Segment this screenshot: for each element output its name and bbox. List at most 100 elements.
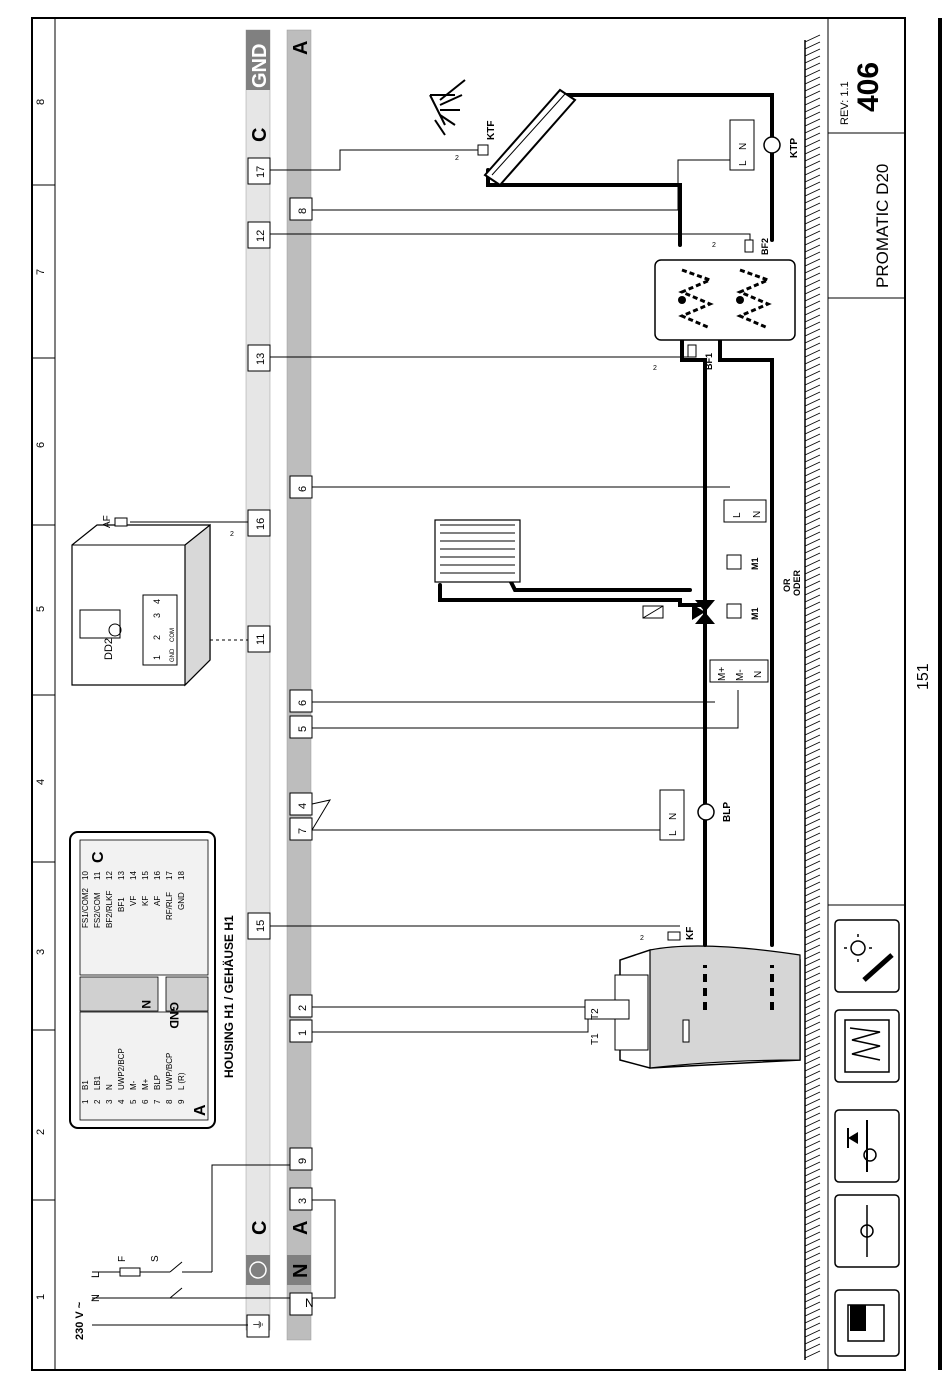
hatch-line <box>804 1245 821 1254</box>
pe-terminal-label: ⏚ <box>252 1319 265 1330</box>
hatch-line <box>804 1147 821 1156</box>
hatch-line <box>804 321 821 330</box>
hatch-line <box>804 643 821 652</box>
hatch-line <box>804 377 821 386</box>
hatch-line <box>804 846 821 855</box>
m1-motor-label: M1 <box>750 557 760 570</box>
hatch-line <box>804 356 821 365</box>
hatch-line <box>804 874 821 883</box>
hatch-line <box>804 622 821 631</box>
switch-label: S <box>150 1255 161 1262</box>
hatch-line <box>804 1322 821 1331</box>
hatch-line <box>804 209 821 218</box>
hatch-line <box>804 1175 821 1184</box>
hatch-line <box>804 398 821 407</box>
hatch-line <box>804 811 821 820</box>
a-terminals: N 3 1 2 7 4 5 6 6 8 <box>289 197 314 1316</box>
c-terminal-label: 12 <box>255 230 267 242</box>
cable-count: 2 <box>712 242 716 249</box>
sun-icon <box>429 79 466 136</box>
hatch-line <box>804 265 821 274</box>
page-number: 151 <box>915 663 932 690</box>
hatch-line <box>804 461 821 470</box>
hatch-line <box>804 237 821 246</box>
hatch-line <box>804 1217 821 1226</box>
hatch-line <box>804 601 821 610</box>
solar-collector: KTF <box>429 79 577 187</box>
hatch-line <box>804 1091 821 1100</box>
hatch-line <box>804 1112 821 1121</box>
a-row-label: M+ <box>141 1078 150 1090</box>
term-n: N <box>752 511 763 518</box>
hatch-line <box>804 692 821 701</box>
terminal-table: C A GND N 1 B1 2 LB1 3 N 4 UWP2/BCP 5 M-… <box>69 831 216 1129</box>
hatch-line <box>804 104 821 113</box>
a-left-label: A <box>290 1221 312 1235</box>
dd2-term: 1 <box>152 655 162 660</box>
term-n: N <box>738 143 749 150</box>
hatch-line <box>804 853 821 862</box>
hatch-line <box>804 1021 821 1030</box>
hatch-line <box>804 489 821 498</box>
a-row-label: UWP/BCP <box>165 1053 174 1090</box>
storage-tank-icon <box>834 1009 900 1083</box>
a-terminal-label: 7 <box>297 828 309 834</box>
hatch-line <box>804 685 821 694</box>
hatch-line <box>804 524 821 533</box>
m1-valve-label: M1 <box>750 607 760 620</box>
housing-title: HOUSING H1 / GEHÄUSE H1 <box>221 915 236 1078</box>
hatch-line <box>804 251 821 260</box>
hatch-line <box>804 1238 821 1247</box>
a-terminal-label: 8 <box>297 208 309 214</box>
hatch-line <box>804 832 821 841</box>
hatch-line <box>804 902 821 911</box>
hatch-line <box>804 958 821 967</box>
hatch-line <box>804 1329 821 1338</box>
hatch-line <box>804 1126 821 1135</box>
hatch-line <box>804 636 821 645</box>
hatch-line <box>804 1056 821 1065</box>
a-terminal-label: 2 <box>297 1005 309 1011</box>
a-row-no: 9 <box>177 1099 186 1104</box>
hatch-line <box>804 1098 821 1107</box>
hatch-line <box>804 181 821 190</box>
hatch-line <box>804 1133 821 1142</box>
c-row-no: 13 <box>117 871 126 880</box>
hatch-line <box>804 195 821 204</box>
hatch-line <box>804 986 821 995</box>
hatch-line <box>804 482 821 491</box>
hatch-line <box>804 748 821 757</box>
c-row-no: 17 <box>165 871 174 880</box>
grid-ticks <box>32 184 55 1201</box>
a-row-no: 6 <box>141 1099 150 1104</box>
grid-number: 5 <box>35 606 47 612</box>
hatch-line <box>804 776 821 785</box>
hatch-line <box>804 391 821 400</box>
hatch-line <box>804 1287 821 1296</box>
hatch-line <box>804 34 821 43</box>
hatch-line <box>804 545 821 554</box>
or-label: OR <box>782 578 792 592</box>
hatch-line <box>804 965 821 974</box>
hatch-line <box>804 1259 821 1268</box>
oder-label: ODER <box>792 569 802 596</box>
hydraulic-pipes <box>438 93 774 1010</box>
radiator <box>434 519 521 583</box>
a-row-label: BLP <box>153 1075 162 1090</box>
m-plus: M+ <box>717 667 728 681</box>
a-row-no: 8 <box>165 1099 174 1104</box>
n-table-title: N <box>139 1000 153 1009</box>
c-terminal-label: 11 <box>255 634 267 645</box>
gnd-table-title: GND <box>167 1002 181 1029</box>
hatch-line <box>804 615 821 624</box>
hatch-line <box>804 412 821 421</box>
grid-number: 6 <box>35 442 47 448</box>
hatch-line <box>804 1294 821 1303</box>
hatch-line <box>804 699 821 708</box>
dd2-sub: COM <box>170 628 176 642</box>
hatch-line <box>804 405 821 414</box>
hatch-line <box>804 139 821 148</box>
hatch-line <box>804 566 821 575</box>
term-l: L <box>738 160 749 166</box>
hatch-line <box>804 69 821 78</box>
